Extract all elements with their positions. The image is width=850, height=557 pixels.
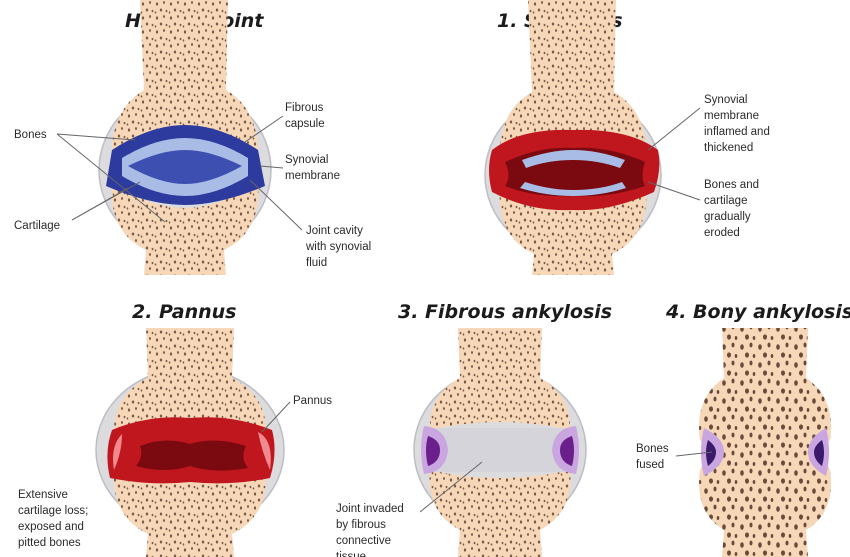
panel-synovitis: 1. Synovitis Synovial membrane inflamed …: [485, 0, 773, 275]
label-bones: Bones: [14, 129, 47, 141]
panel-title: 2. Pannus: [132, 301, 236, 323]
panel-fibrous-ankylosis: 3. Fibrous ankylosis Joint invaded by fi…: [336, 301, 612, 557]
label-fibrous-capsule: Fibrous capsule: [285, 102, 327, 130]
label-inflamed-membrane: Synovial membrane inflamed and thickened: [704, 94, 773, 154]
label-eroded: Bones and cartilage gradually eroded: [704, 179, 762, 239]
label-cartilage-loss: Extensive cartilage loss; exposed and pi…: [18, 489, 92, 549]
panel-bony-ankylosis: 4. Bony ankylosis Bones fused: [636, 301, 850, 557]
label-synovial-membrane: Synovial membrane: [285, 154, 340, 182]
label-joint-cavity: Joint cavity with synovial fluid: [305, 225, 374, 269]
fibrous-tissue: [432, 428, 568, 472]
panel-title: 3. Fibrous ankylosis: [398, 301, 612, 323]
label-fibrous-invaded: Joint invaded by fibrous connective tiss…: [336, 503, 407, 557]
pannus-core: [136, 440, 248, 470]
panel-healthy-joint: Healthy joint Bones Cartilage Fibrous ca…: [14, 0, 374, 275]
label-bones-fused: Bones fused: [636, 443, 672, 471]
lower-bone: [430, 470, 571, 557]
panel-pannus: 2. Pannus Pannus Extensive cartilage los…: [18, 301, 332, 557]
label-cartilage: Cartilage: [14, 220, 60, 232]
upper-bone: [430, 328, 570, 430]
label-pannus: Pannus: [293, 395, 332, 407]
panel-title: 4. Bony ankylosis: [665, 301, 850, 323]
